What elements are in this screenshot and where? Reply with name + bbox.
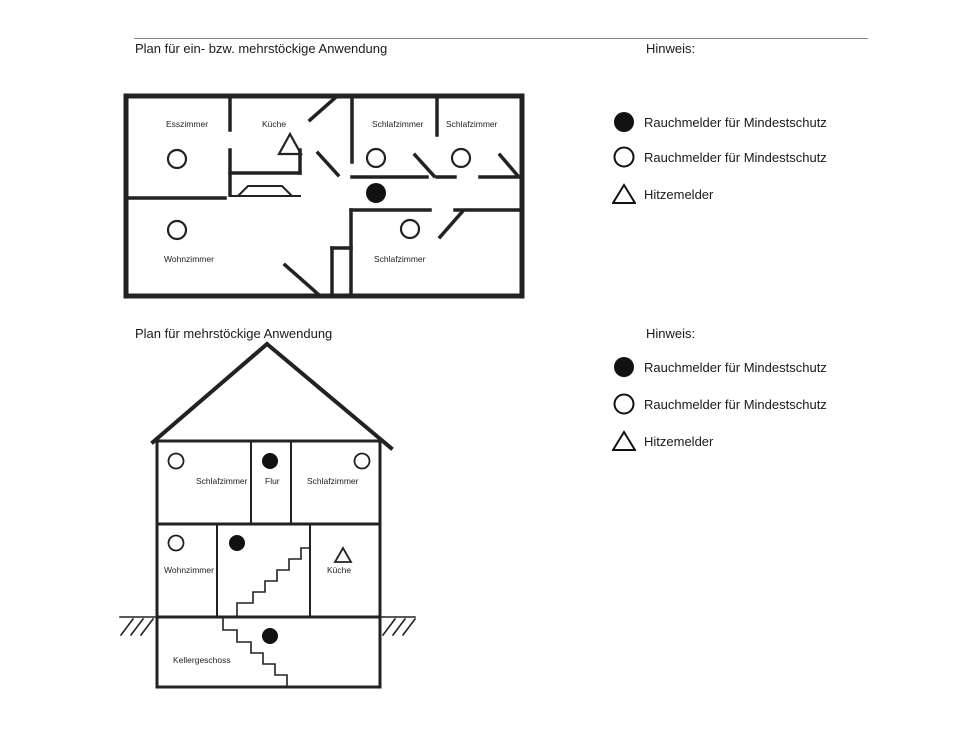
filled-circle-icon (262, 628, 278, 644)
house-cross-section: Schlafzimmer Flur Schlafzimmer Wohnzimme… (119, 341, 417, 689)
open-circle-icon (399, 218, 421, 240)
top-rule (134, 38, 868, 39)
open-circle-icon (613, 146, 635, 168)
open-circle-icon (450, 147, 472, 169)
open-circle-icon (166, 219, 188, 241)
room-label-schlafzimmer-2: Schlafzimmer (446, 119, 498, 129)
room-label-flur: Flur (265, 476, 280, 486)
triangle-icon (612, 183, 636, 204)
filled-circle-icon (229, 535, 245, 551)
room-label-kueche-house: Küche (327, 565, 351, 575)
room-label-schlafzimmer-3: Schlafzimmer (374, 254, 426, 264)
outer-wall (123, 93, 525, 299)
hint-title-1: Hinweis: (646, 41, 696, 56)
filled-circle-icon (366, 183, 386, 203)
open-circle-icon (365, 147, 387, 169)
room-label-wohnzimmer: Wohnzimmer (164, 254, 214, 264)
open-circle-icon (166, 148, 188, 170)
roof (150, 341, 394, 451)
triangle-icon (277, 131, 303, 156)
legend-label: Hitzemelder (644, 186, 714, 202)
triangle-icon (612, 430, 636, 451)
floor-plan-single: Esszimmer Küche Schlafzimmer Schlafzimme… (123, 93, 525, 299)
filled-circle-icon (614, 112, 634, 132)
room-label-schlafzimmer-upper-left: Schlafzimmer (196, 476, 248, 486)
room-label-schlafzimmer-upper-right: Schlafzimmer (307, 476, 359, 486)
room-label-kueche: Küche (262, 119, 286, 129)
room-label-kellergeschoss: Kellergeschoss (173, 655, 231, 665)
legend-label: Rauchmelder für Mindestschutz (644, 149, 827, 165)
legend-label: Rauchmelder für Mindestschutz (644, 396, 827, 412)
legend-item-smoke-min-filled-1: Rauchmelder für Mindestschutz (612, 110, 827, 134)
open-circle-icon (167, 452, 185, 470)
triangle-icon (333, 546, 353, 563)
legend-item-heat-2: Hitzemelder (612, 429, 713, 453)
hint-title-2: Hinweis: (646, 326, 696, 341)
open-circle-icon (167, 534, 185, 552)
legend-item-smoke-min-filled-2: Rauchmelder für Mindestschutz (612, 355, 827, 379)
filled-circle-icon (262, 453, 278, 469)
legend-item-heat-1: Hitzemelder (612, 182, 713, 206)
plan-title-multi: Plan für mehrstöckige Anwendung (135, 326, 333, 341)
legend-label: Hitzemelder (644, 433, 714, 449)
room-label-wohnzimmer-house: Wohnzimmer (164, 565, 214, 575)
room-label-esszimmer: Esszimmer (166, 119, 208, 129)
legend-label: Rauchmelder für Mindestschutz (644, 114, 827, 130)
legend-item-smoke-open-1: Rauchmelder für Mindestschutz (612, 145, 827, 169)
plan-title-single: Plan für ein- bzw. mehrstöckige Anwendun… (135, 41, 388, 56)
open-circle-icon (613, 393, 635, 415)
open-circle-icon (353, 452, 371, 470)
legend-item-smoke-open-2: Rauchmelder für Mindestschutz (612, 392, 827, 416)
legend-label: Rauchmelder für Mindestschutz (644, 359, 827, 375)
filled-circle-icon (614, 357, 634, 377)
room-label-schlafzimmer-1: Schlafzimmer (372, 119, 424, 129)
